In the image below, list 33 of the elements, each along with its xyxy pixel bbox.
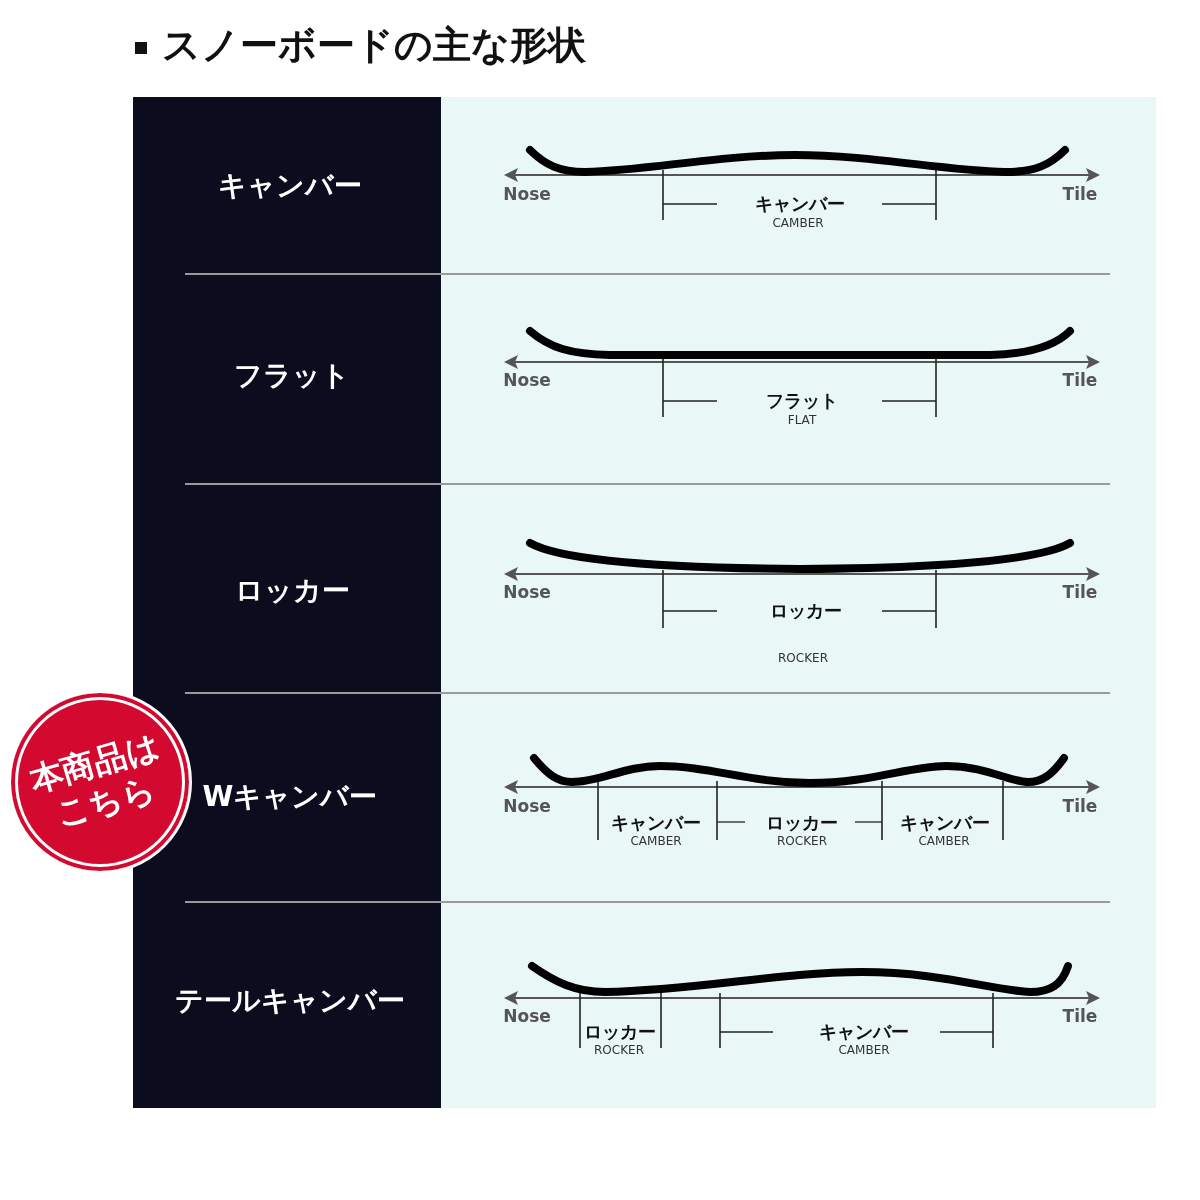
end-label: Tile (1062, 797, 1098, 817)
section-label: ロッカー (766, 812, 838, 834)
section-caption: ROCKER (778, 652, 828, 666)
section-caption: CAMBER (630, 835, 682, 849)
section-caption: ROCKER (594, 1044, 644, 1058)
section-label: キャンバー (900, 812, 990, 834)
section-caption: ROCKER (777, 835, 827, 849)
section-label: ロッカー (584, 1021, 656, 1043)
end-label: Tile (1062, 185, 1098, 205)
row-heading: フラット (234, 359, 350, 393)
end-label: Tile (1062, 1007, 1098, 1027)
row-heading: テールキャンバー (175, 984, 405, 1018)
end-label: Nose (503, 1007, 551, 1027)
end-label: Nose (503, 371, 551, 391)
row-heading: ロッカー (234, 574, 350, 608)
section-label: キャンバー (611, 812, 701, 834)
end-label: Nose (503, 583, 551, 603)
section-label: フラット (766, 390, 838, 412)
badge-text: 本商品はこちら (24, 725, 165, 836)
section-caption: CAMBER (838, 1044, 890, 1058)
title: スノーボードの主な形状 (162, 24, 586, 68)
section-label: キャンバー (819, 1021, 909, 1043)
section-caption: FLAT (787, 414, 817, 428)
end-label: Tile (1062, 371, 1098, 391)
section-label: ロッカー (770, 600, 842, 622)
row-heading: Wキャンバー (202, 780, 378, 814)
section-caption: CAMBER (772, 217, 824, 231)
end-label: Tile (1062, 583, 1098, 603)
row-heading: キャンバー (218, 169, 362, 203)
end-label: Nose (503, 185, 551, 205)
end-label: Nose (503, 797, 551, 817)
section-label: キャンバー (755, 193, 845, 215)
section-caption: CAMBER (918, 835, 970, 849)
